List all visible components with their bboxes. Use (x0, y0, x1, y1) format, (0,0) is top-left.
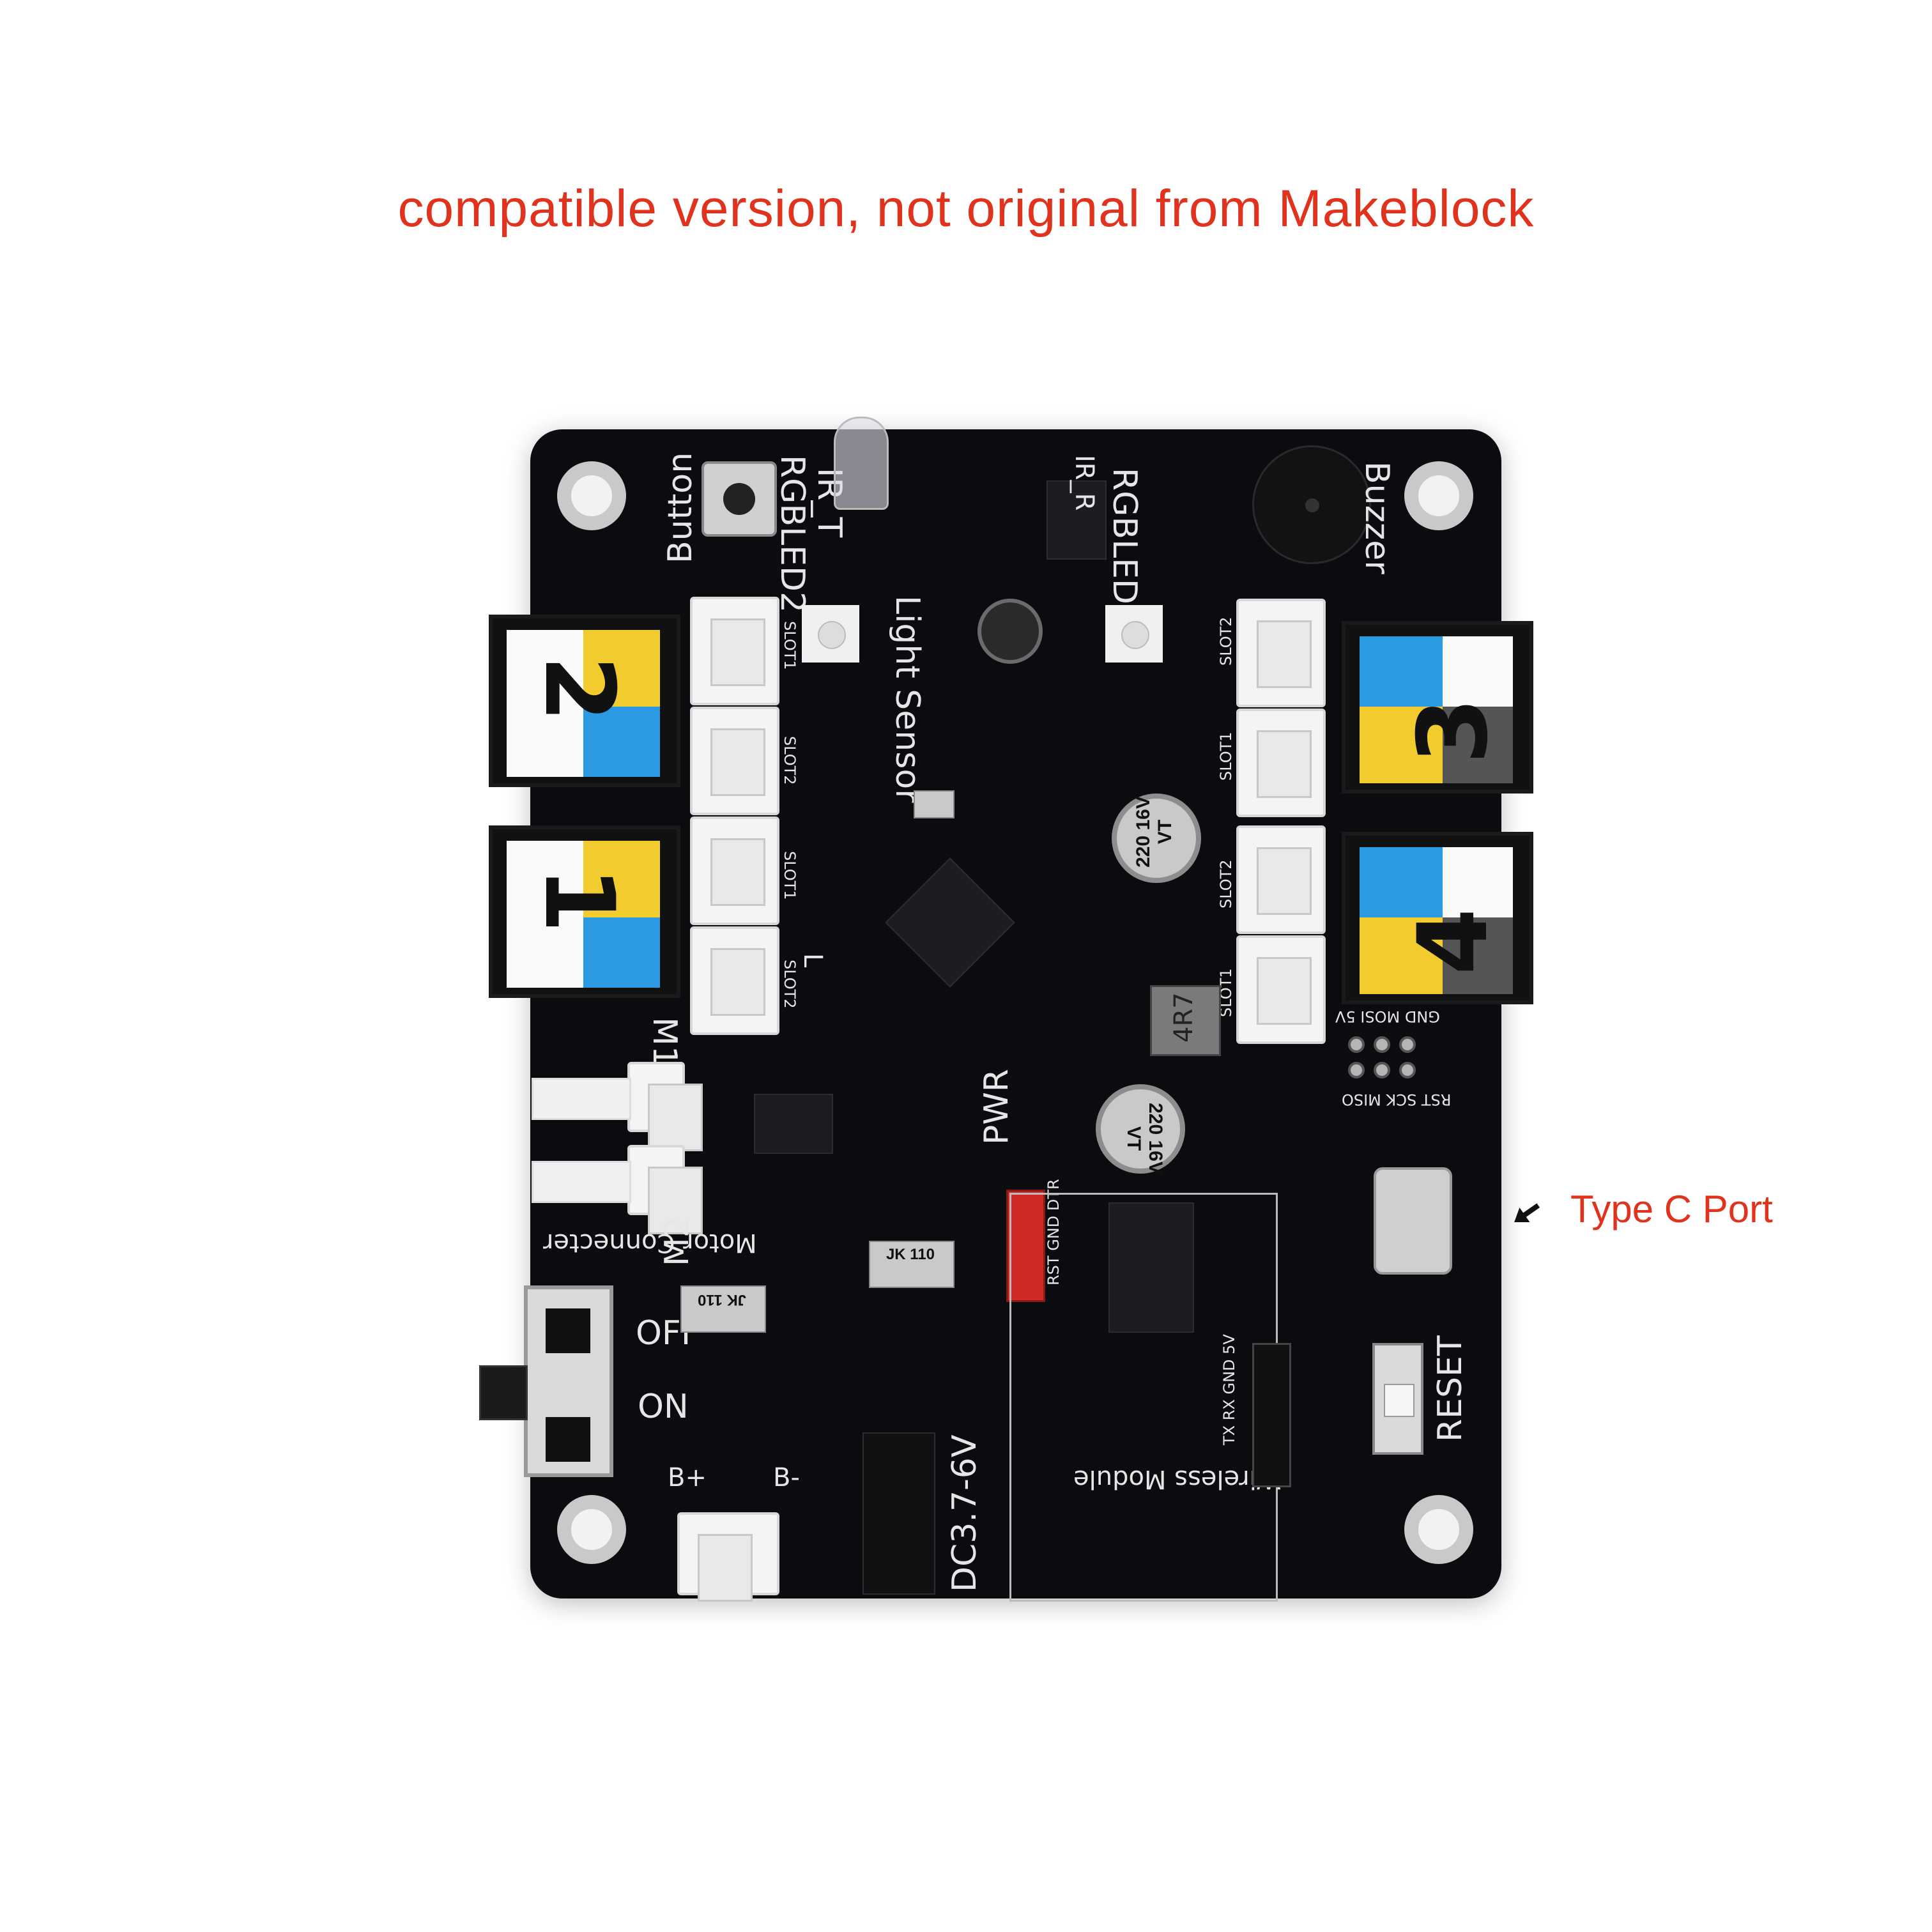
silk-rgbled2: RGBLED2 (773, 455, 811, 613)
silk-isp-top: GND MOSI 5V (1335, 1008, 1440, 1025)
silk-b-plus: B+ (668, 1463, 707, 1492)
motor-connector-m2[interactable] (627, 1145, 703, 1234)
reset-button[interactable] (1372, 1343, 1423, 1455)
port-2[interactable]: 2 (489, 615, 680, 787)
silk-buzzer: Buzzer (1358, 461, 1396, 574)
ir-transmitter-led (834, 417, 889, 510)
crystal (914, 790, 954, 818)
battery-connector[interactable] (677, 1512, 779, 1602)
power-switch[interactable] (524, 1285, 613, 1477)
slot-connector-left-1[interactable] (690, 597, 779, 705)
port-2-number: 2 (523, 656, 634, 723)
controller-board: Button RGBLED2 IR_T IR_R RGBLED1 Buzzer … (479, 417, 1533, 1602)
port-1[interactable]: 1 (489, 825, 680, 998)
cap-bottom-label: 220 16V VT (1123, 1103, 1166, 1174)
silk-ir-r: IR_R (1070, 455, 1099, 511)
port-2-color-bottom (583, 707, 660, 777)
type-c-port[interactable] (1374, 1167, 1452, 1275)
capacitor-bottom (1096, 1084, 1185, 1174)
silk-rgbled1: RGBLED1 (1105, 468, 1144, 626)
slot-connector-right-4[interactable] (1236, 935, 1326, 1044)
uart-header[interactable] (1252, 1343, 1291, 1487)
inductor (1150, 985, 1221, 1056)
silk-isp-bottom: RST SCK MISO (1342, 1091, 1452, 1108)
port-1-color-top (583, 841, 660, 917)
isp-pin-3[interactable] (1399, 1036, 1416, 1053)
port-4-color-bottom (1360, 917, 1443, 994)
silk-motor-connector: Motor Connecter (543, 1228, 757, 1257)
silk-wireless-module: Wireless Module (1073, 1464, 1282, 1494)
slot-connector-right-3[interactable] (1236, 825, 1326, 934)
silk-reset: RESET (1431, 1335, 1469, 1442)
port-4-number: 4 (1398, 908, 1509, 975)
ir-receiver (1046, 480, 1107, 560)
silk-m1: M1 (645, 1017, 684, 1067)
silk-on: ON (638, 1388, 689, 1426)
port-4[interactable]: 4 (1342, 832, 1533, 1004)
usb-serial-chip (1108, 1202, 1194, 1333)
buzzer (1252, 445, 1371, 564)
mounting-hole-top-right (1404, 461, 1473, 530)
motor-driver-chip (754, 1094, 833, 1154)
serial-header[interactable] (1006, 1190, 1045, 1302)
microcontroller-chip (885, 857, 1015, 988)
rgbled2-led (802, 605, 859, 663)
isp-pin-4[interactable] (1348, 1062, 1365, 1078)
slot-connector-left-4[interactable] (690, 926, 779, 1035)
light-sensor (977, 599, 1043, 664)
mounting-hole-bottom-left (557, 1495, 626, 1564)
silk-slot1-a: SLOT1 (781, 621, 799, 670)
motor-wire-m1 (532, 1078, 631, 1120)
isp-pin-5[interactable] (1374, 1062, 1390, 1078)
silk-button: Button (661, 452, 700, 564)
type-c-port-label: Type C Port (1570, 1188, 1773, 1230)
port-1-number: 1 (523, 866, 634, 933)
isp-pin-2[interactable] (1374, 1036, 1390, 1053)
type-c-arrow-icon (1517, 1203, 1540, 1221)
mounting-hole-top-left (557, 461, 626, 530)
cap-top-label: 220 16V VT (1133, 796, 1176, 868)
silk-light-sensor: Light Sensor (888, 595, 926, 803)
silk-b-minus: B- (773, 1463, 800, 1492)
dc-jack[interactable] (862, 1432, 935, 1595)
jk-component-2 (680, 1285, 766, 1333)
capacitor-top (1112, 793, 1201, 883)
silk-uart-header: TX RX GND 5V (1220, 1334, 1238, 1445)
port-4-color-top (1360, 847, 1443, 917)
silk-slot2-b: SLOT2 (781, 960, 799, 1009)
silk-slot2-a: SLOT2 (781, 736, 799, 785)
slot-connector-left-3[interactable] (690, 816, 779, 925)
slot-connector-right-1[interactable] (1236, 599, 1326, 707)
mounting-hole-bottom-right (1404, 1495, 1473, 1564)
jk-label-2: JK 110 (697, 1291, 747, 1308)
motor-connector-m1[interactable] (627, 1062, 703, 1151)
jk-label-1: JK 110 (885, 1246, 935, 1263)
port-3-color-top (1360, 636, 1443, 707)
silk-dc: DC3.7-6V (946, 1434, 984, 1592)
motor-wire-m2 (532, 1161, 631, 1203)
port-2-color-top (583, 630, 660, 707)
jk-component-1 (869, 1241, 954, 1288)
port-3[interactable]: 3 (1342, 621, 1533, 793)
slot-connector-left-2[interactable] (690, 707, 779, 815)
silk-l: L (798, 953, 827, 968)
port-1-color-bottom (583, 917, 660, 988)
rgbled1-led (1105, 605, 1163, 663)
silk-slot2-c: SLOT2 (1217, 617, 1235, 666)
silk-slot1-b: SLOT1 (781, 851, 799, 900)
push-button[interactable] (702, 461, 777, 537)
silk-slot1-c: SLOT1 (1217, 732, 1235, 781)
silk-inductor: 4R7 (1169, 992, 1199, 1043)
port-3-number: 3 (1398, 697, 1509, 764)
silk-pwr: PWR (977, 1069, 1016, 1145)
isp-pin-1[interactable] (1348, 1036, 1365, 1053)
slot-connector-right-2[interactable] (1236, 709, 1326, 817)
silk-slot2-d: SLOT2 (1217, 859, 1235, 908)
port-3-color-bottom (1360, 707, 1443, 783)
caption-text: compatible version, not original from Ma… (397, 180, 1535, 238)
isp-pin-6[interactable] (1399, 1062, 1416, 1078)
power-switch-lever[interactable] (479, 1365, 528, 1420)
